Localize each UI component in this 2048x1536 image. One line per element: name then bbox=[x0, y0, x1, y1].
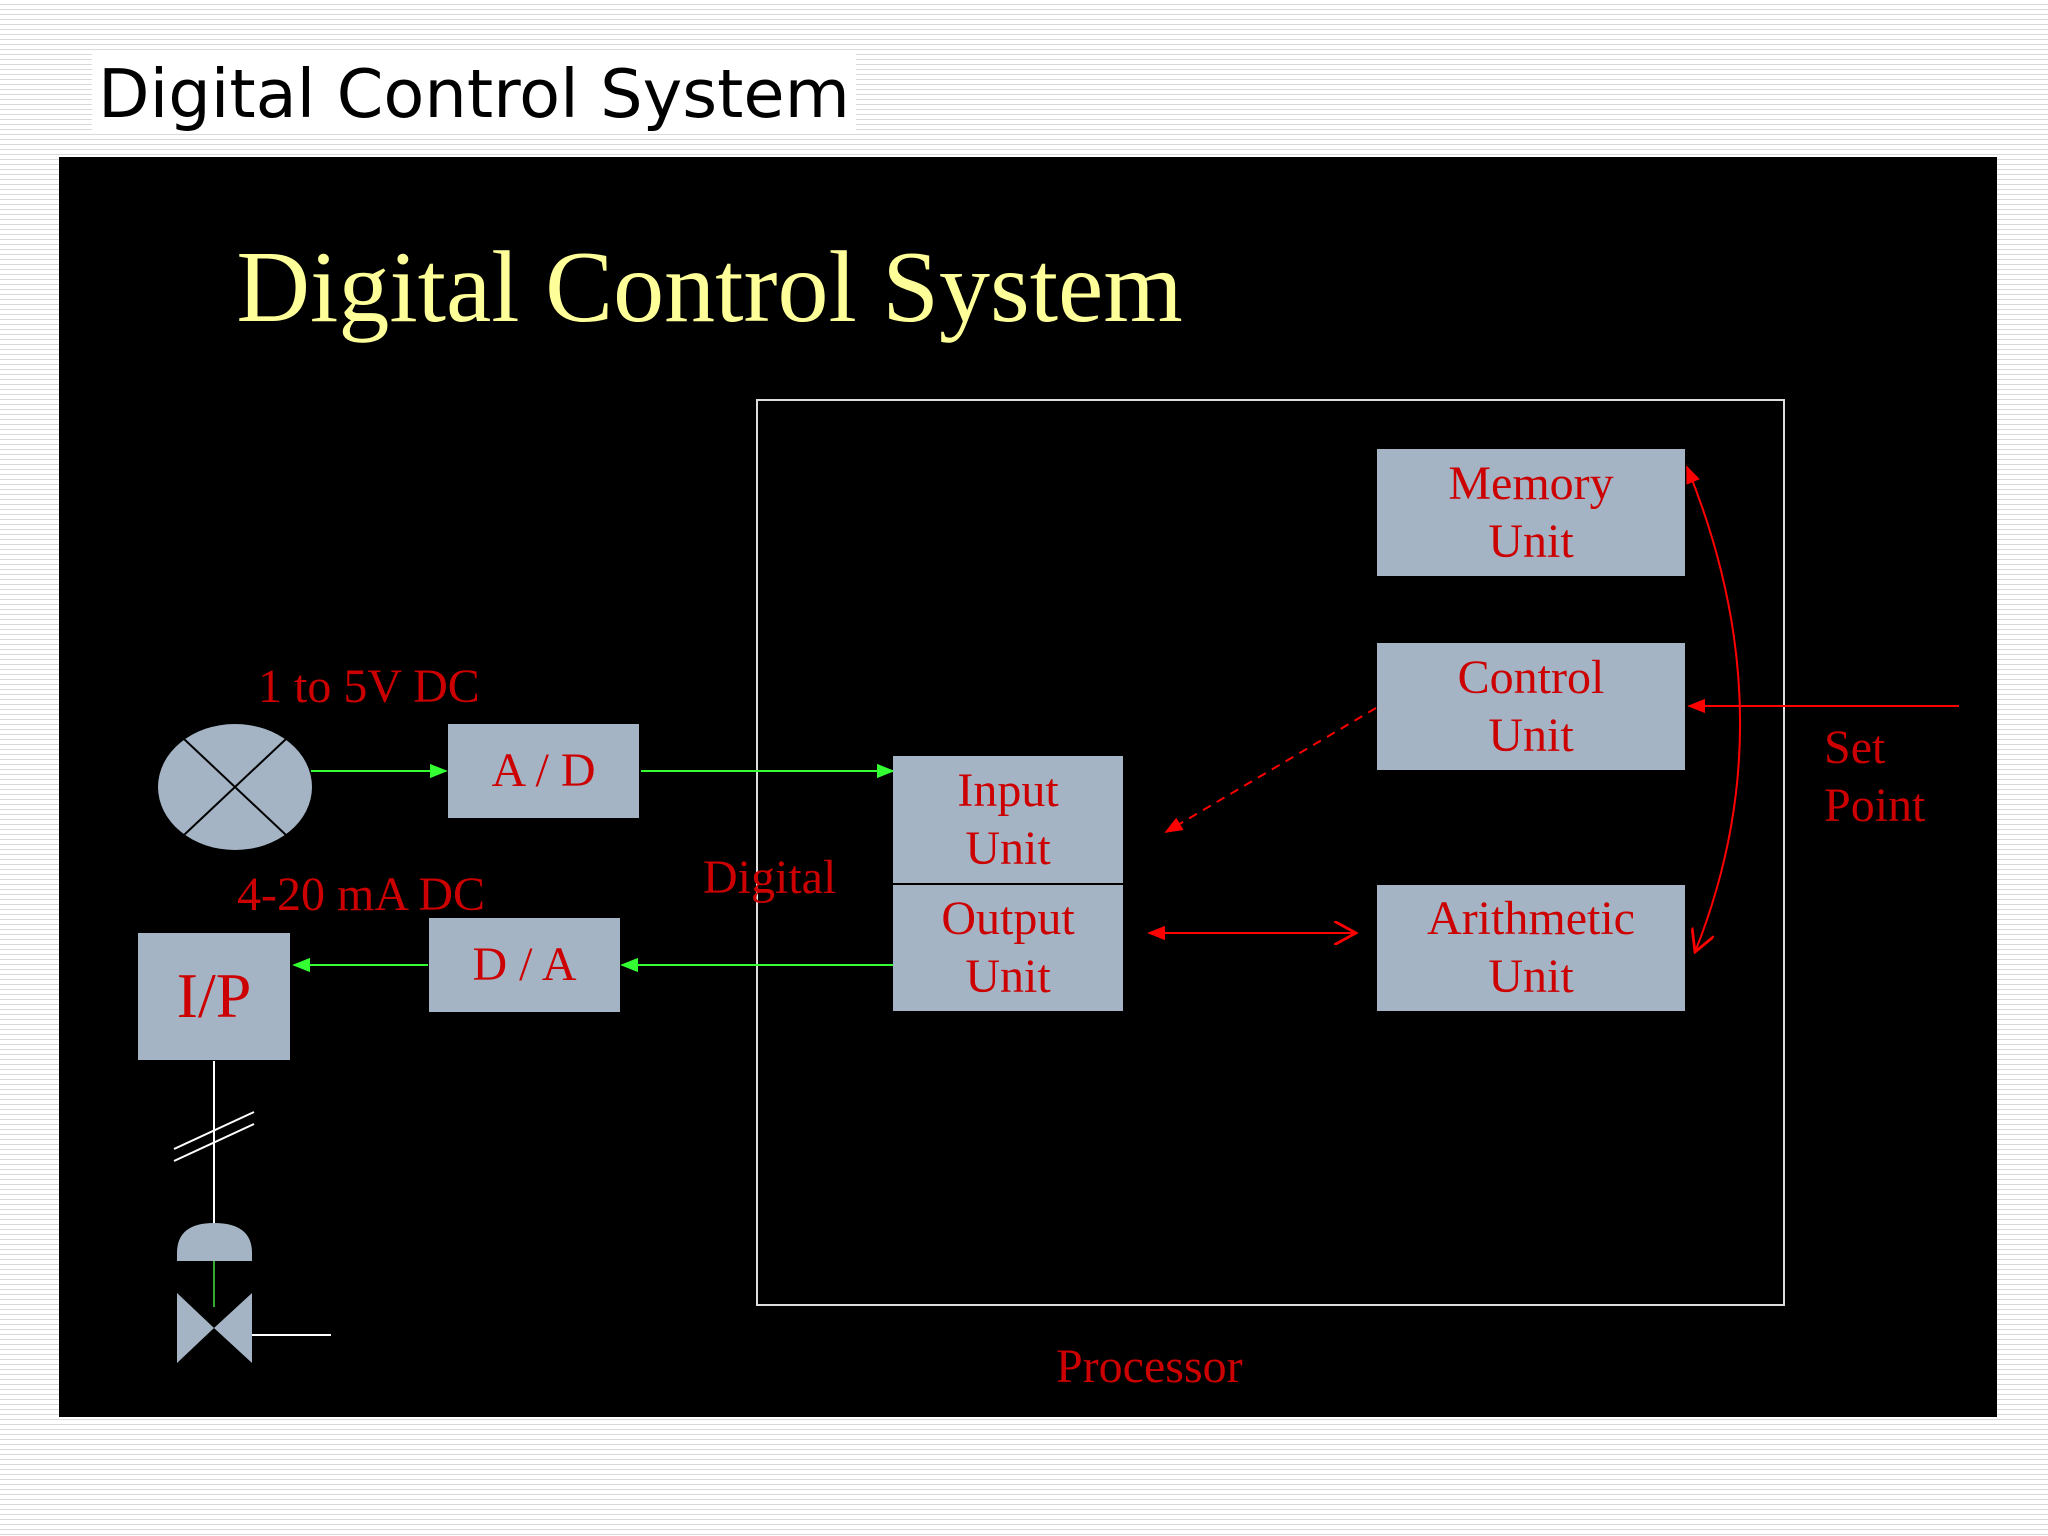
valve-actuator-icon bbox=[177, 1223, 252, 1307]
control-unit-block: Control Unit bbox=[1377, 643, 1685, 770]
diagram-connections bbox=[158, 399, 1959, 1363]
da-converter-label: D / A bbox=[472, 938, 577, 992]
ip-converter-block: I/P bbox=[138, 933, 290, 1060]
set-point-label: Set Point bbox=[1824, 719, 1925, 834]
input-unit-label-line1: Input bbox=[957, 763, 1059, 817]
ip-converter-label: I/P bbox=[176, 960, 252, 1032]
da-converter-block: D / A bbox=[429, 918, 620, 1012]
slide: Digital Control System 1 to 5V DC 4-20 m… bbox=[59, 157, 1997, 1417]
control-to-io-dashed-arrow bbox=[1164, 707, 1377, 833]
output-unit-block: Output Unit bbox=[893, 885, 1123, 1011]
slide-title: Digital Control System bbox=[236, 231, 1183, 344]
memory-unit-label-line2: Unit bbox=[1488, 514, 1574, 568]
set-point-label-line2: Point bbox=[1824, 778, 1926, 832]
control-unit-label-line1: Control bbox=[1457, 650, 1605, 704]
processor-label: Processor bbox=[1056, 1340, 1243, 1393]
memory-unit-block: Memory Unit bbox=[1377, 449, 1685, 576]
output-unit-label-line2: Unit bbox=[965, 950, 1051, 1003]
output-unit-label-line1: Output bbox=[941, 892, 1075, 946]
set-point-label-line1: Set bbox=[1824, 721, 1886, 774]
ad-converter-label: A / D bbox=[491, 744, 596, 798]
input-unit-label-line2: Unit bbox=[965, 821, 1051, 875]
control-valve-icon bbox=[177, 1293, 331, 1363]
control-unit-label-line2: Unit bbox=[1488, 708, 1574, 762]
memory-unit-label-line1: Memory bbox=[1448, 456, 1614, 510]
sensor-icon bbox=[158, 724, 312, 850]
input-unit-block: Input Unit bbox=[893, 756, 1123, 883]
input-signal-label: 1 to 5V DC bbox=[258, 660, 480, 713]
arithmetic-unit-label-line1: Arithmetic bbox=[1427, 892, 1635, 946]
valve-signal-line bbox=[173, 1061, 255, 1225]
arithmetic-unit-block: Arithmetic Unit bbox=[1377, 885, 1685, 1011]
arithmetic-unit-label-line2: Unit bbox=[1488, 950, 1574, 1003]
ad-converter-block: A / D bbox=[448, 724, 639, 818]
page-title: Digital Control System bbox=[92, 54, 856, 135]
output-signal-label: 4-20 mA DC bbox=[237, 868, 486, 921]
digital-label: Digital bbox=[703, 851, 837, 904]
memory-arithmetic-curved-arrow bbox=[1686, 467, 1742, 952]
processor-boundary bbox=[756, 399, 1785, 1306]
